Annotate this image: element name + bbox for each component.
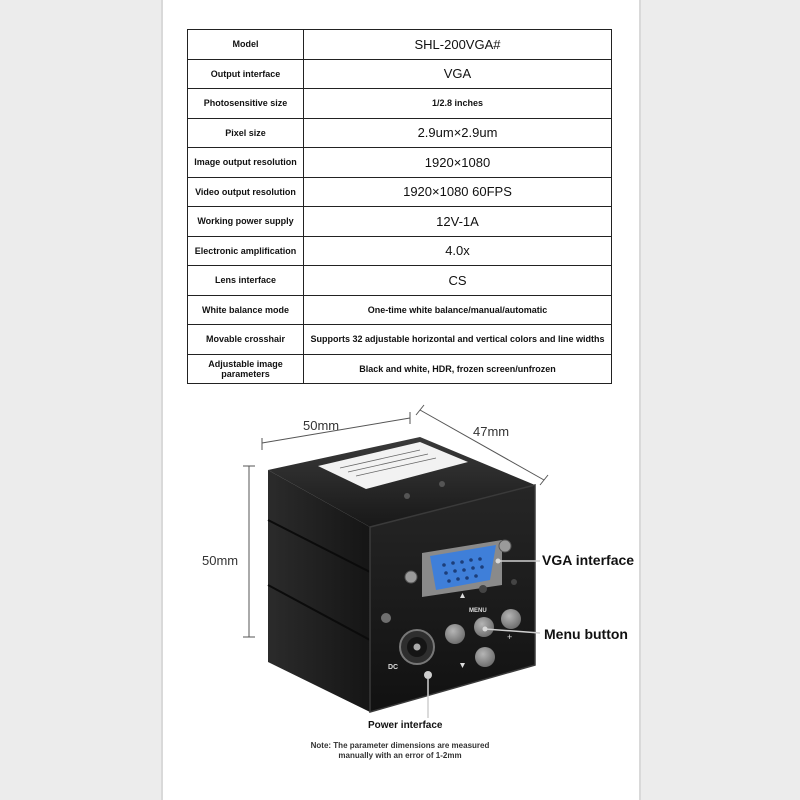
width-dimension-line (261, 412, 411, 450)
spec-value: One-time white balance/manual/automatic (303, 294, 612, 325)
spec-label: Video output resolution (187, 176, 304, 207)
measurement-note: Note: The parameter dimensions are measu… (310, 741, 490, 760)
depth-dimension-line (415, 404, 549, 486)
spec-label: Pixel size (187, 117, 304, 148)
spec-value: 1/2.8 inches (303, 88, 612, 119)
spec-value: Black and white, HDR, frozen screen/unfr… (303, 353, 612, 384)
spec-label: Adjustable image parameters (187, 353, 304, 384)
menu-label: MENU (469, 608, 487, 614)
spec-label: Lens interface (187, 265, 304, 296)
spec-label: Working power supply (187, 206, 304, 237)
vga-callout-dot (495, 558, 501, 564)
spec-value: SHL-200VGA# (303, 29, 612, 60)
top-screw (404, 493, 410, 499)
spec-value: VGA (303, 58, 612, 89)
dc-label: DC (388, 664, 398, 671)
height-dimension-line (243, 465, 255, 638)
spec-value: Supports 32 adjustable horizontal and ve… (303, 324, 612, 355)
menu-buttons: + (381, 579, 521, 668)
spec-value: 4.0x (303, 235, 612, 266)
top-screw (439, 481, 445, 487)
height-dimension: 50mm (202, 553, 239, 568)
spec-value: 2.9um×2.9um (303, 117, 612, 148)
card-edge-right (639, 0, 641, 800)
depth-dimension: 47mm (473, 424, 510, 439)
dc-power-jack (399, 629, 435, 679)
power-interface-callout: Power interface (368, 720, 443, 731)
menu-button-callout: Menu button (544, 626, 628, 642)
menu-callout-dot (482, 626, 488, 632)
svg-text:+: + (507, 632, 512, 642)
vga-port (404, 539, 512, 597)
model-sticker (318, 442, 468, 489)
spec-value: 12V-1A (303, 206, 612, 237)
spec-label: Output interface (187, 58, 304, 89)
spec-value: CS (303, 265, 612, 296)
width-dimension: 50mm (303, 418, 340, 433)
spec-label: Photosensitive size (187, 88, 304, 119)
card-edge-left (161, 0, 163, 800)
vga-interface-callout: VGA interface (542, 552, 635, 568)
